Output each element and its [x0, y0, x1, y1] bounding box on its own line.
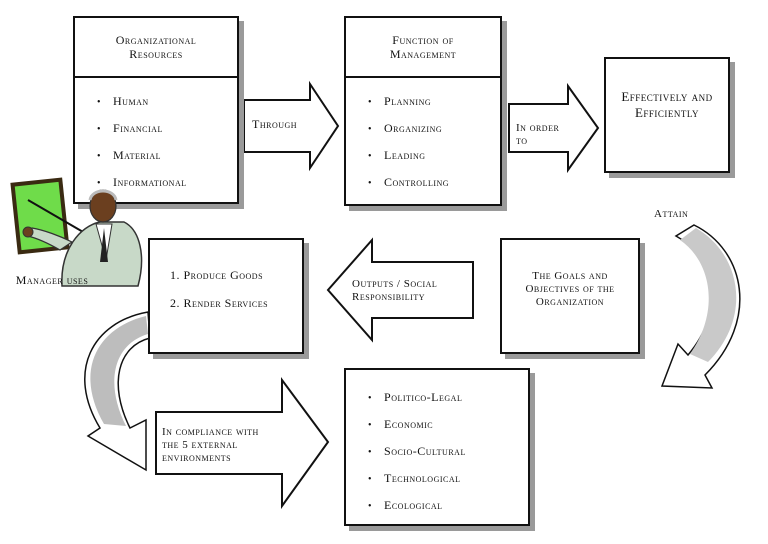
resources-item: Financial — [97, 121, 187, 148]
functions-box: Function of Management Planning Organizi… — [344, 16, 502, 206]
functions-list: Planning Organizing Leading Controlling — [368, 94, 449, 202]
objectives-text: The Goals and Objectives of the Organiza… — [525, 270, 615, 308]
in-order-to-label: In order to — [516, 122, 560, 147]
attain-label: Attain — [654, 208, 689, 220]
functions-item: Planning — [368, 94, 449, 121]
functions-title: Function of Management — [389, 33, 457, 61]
environment-item: Ecological — [368, 498, 466, 525]
functions-item: Controlling — [368, 175, 449, 202]
functions-item: Organizing — [368, 121, 449, 148]
compliance-arrow — [155, 376, 330, 510]
resources-item: Material — [97, 148, 187, 175]
through-label: Through — [252, 117, 298, 131]
environment-box: Politico-Legal Economic Socio-Cultural T… — [344, 368, 530, 526]
environment-item: Socio-Cultural — [368, 444, 466, 471]
functions-item: Leading — [368, 148, 449, 175]
environment-item: Politico-Legal — [368, 390, 466, 417]
environment-item: Technological — [368, 471, 466, 498]
resources-list: Human Financial Material Informational — [97, 94, 187, 202]
objectives-box: The Goals and Objectives of the Organiza… — [500, 238, 640, 354]
goal-box: Effectively and Efficiently — [604, 57, 730, 173]
environment-item: Economic — [368, 417, 466, 444]
goal-text: Effectively and Efficiently — [621, 89, 713, 120]
resources-box: Organizational Resources Human Financial… — [73, 16, 239, 204]
resources-item: Informational — [97, 175, 187, 202]
outputs-label: Outputs / Social Responsibility — [352, 278, 438, 303]
resources-title: Organizational Resources — [115, 33, 197, 61]
produce-item: 2. Render Services — [170, 296, 269, 310]
environment-list: Politico-Legal Economic Socio-Cultural T… — [368, 390, 466, 525]
compliance-label: In compliance with the 5 external enviro… — [162, 426, 259, 464]
through-arrow — [243, 80, 340, 172]
manager-label: Manager uses — [15, 273, 89, 287]
resources-item: Human — [97, 94, 187, 121]
produce-item: 1. Produce Goods — [170, 268, 264, 282]
in-order-to-arrow — [508, 82, 600, 174]
produce-box: 1. Produce Goods 2. Render Services — [148, 238, 304, 354]
outputs-arrow — [326, 237, 474, 343]
